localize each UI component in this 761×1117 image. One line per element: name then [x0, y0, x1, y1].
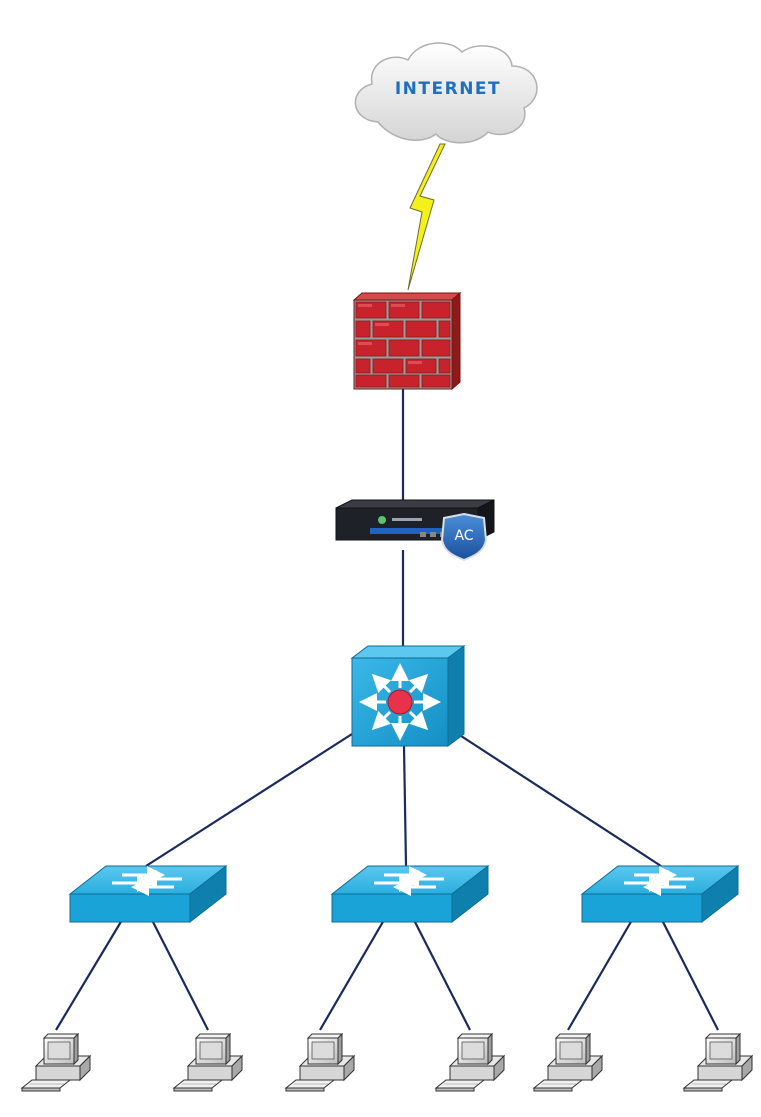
lightning-link — [407, 143, 446, 291]
computer-icon — [435, 1033, 505, 1092]
internet-cloud: INTERNET — [354, 42, 538, 144]
firewall — [352, 291, 462, 391]
link-core-switch-right — [457, 733, 662, 867]
ac-shield-badge: AC — [440, 512, 488, 562]
access-switch-left — [70, 866, 226, 922]
link-switch2-pc3 — [319, 919, 385, 1031]
link-switch1-pc1 — [55, 919, 123, 1031]
links — [55, 388, 719, 1031]
pc-4 — [435, 1033, 505, 1092]
lightning-icon — [407, 143, 446, 291]
link-core-switch-left — [145, 733, 353, 867]
access-switch-middle — [332, 866, 488, 922]
pc-3 — [285, 1033, 355, 1092]
pc-2 — [173, 1033, 243, 1092]
ac-badge-label: AC — [454, 528, 473, 544]
firewall-icon — [352, 291, 462, 391]
pc-6 — [683, 1033, 753, 1092]
computer-icon — [683, 1033, 753, 1092]
switch-icon — [332, 866, 488, 922]
core-switch-icon — [350, 645, 466, 747]
computer-icon — [533, 1033, 603, 1092]
cloud-icon — [354, 42, 538, 144]
computer-icon — [173, 1033, 243, 1092]
link-switch3-pc6 — [661, 919, 719, 1031]
pc-1 — [21, 1033, 91, 1092]
shield-icon — [440, 512, 488, 562]
link-switch3-pc5 — [567, 919, 633, 1031]
computer-icon — [21, 1033, 91, 1092]
access-switch-right — [582, 866, 738, 922]
link-switch2-pc4 — [413, 919, 471, 1031]
ac-controller: AC — [335, 499, 495, 562]
pc-5 — [533, 1033, 603, 1092]
computer-icon — [285, 1033, 355, 1092]
switch-icon — [582, 866, 738, 922]
cloud-label: INTERNET — [395, 79, 501, 99]
switch-icon — [70, 866, 226, 922]
link-core-switch-middle — [402, 745, 408, 867]
link-switch1-pc2 — [151, 919, 209, 1031]
core-switch — [350, 645, 466, 747]
